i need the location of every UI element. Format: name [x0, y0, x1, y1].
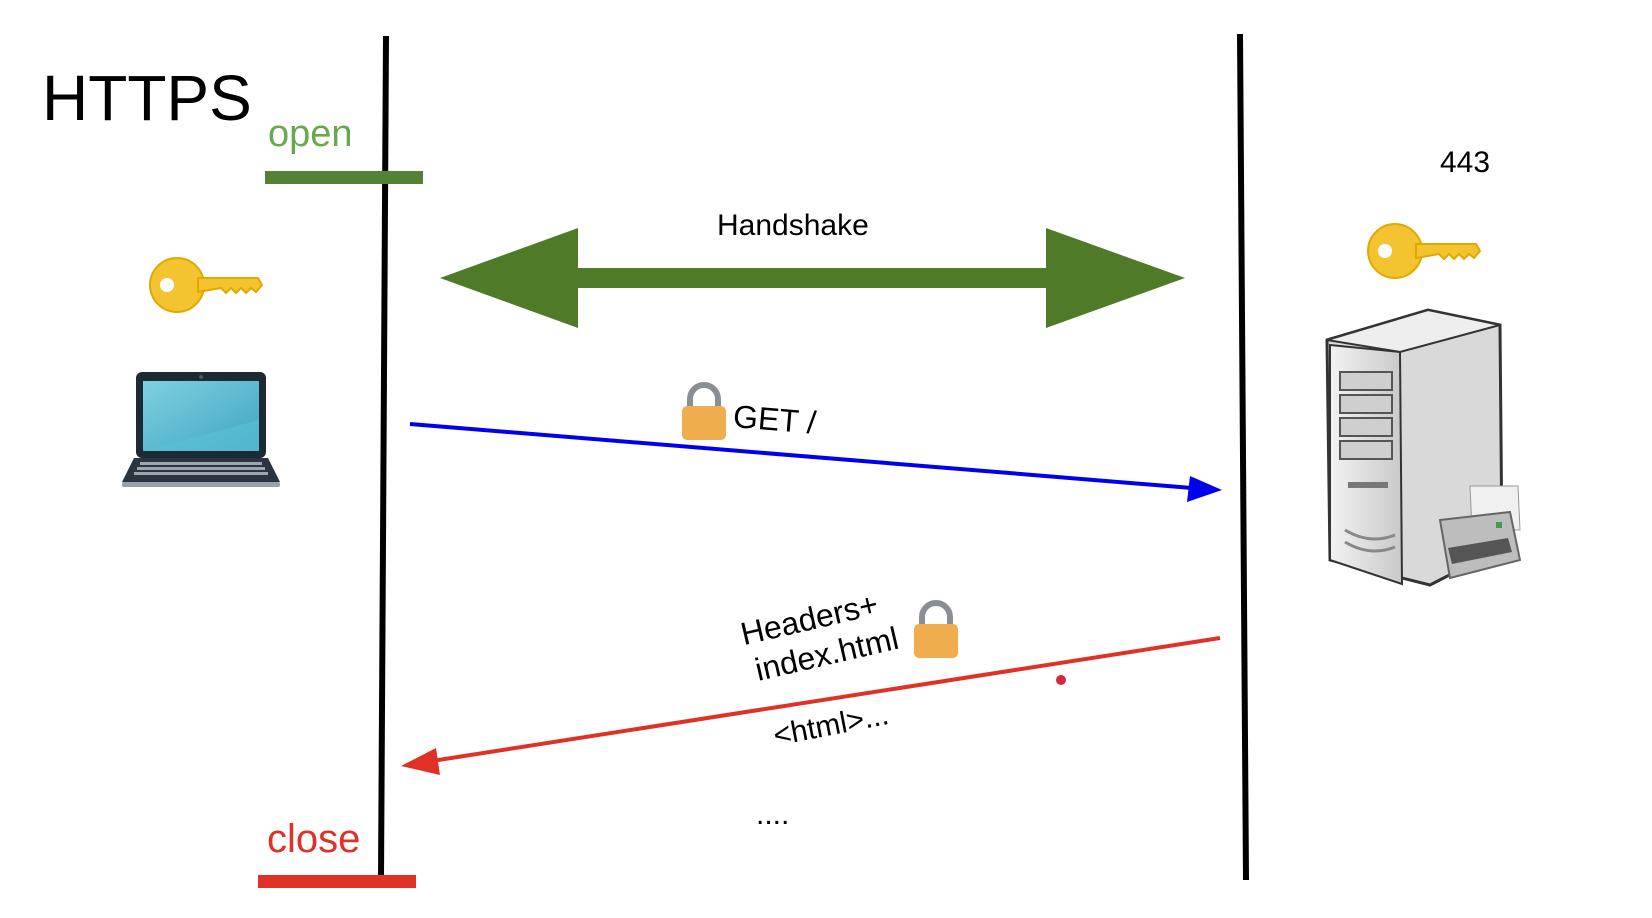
- response-arrowhead: [401, 748, 440, 775]
- request-label: GET /: [732, 398, 818, 441]
- request-lock-icon: [682, 382, 726, 440]
- response-lock-icon: [914, 600, 958, 658]
- server-icon: [1325, 308, 1522, 587]
- laptop-icon: [122, 372, 280, 487]
- request-arrow-line: [409, 422, 1193, 490]
- pointer-dot: [1056, 675, 1066, 685]
- request-arrowhead: [1187, 476, 1222, 502]
- port-label: 443: [1440, 146, 1490, 179]
- continuation-label: ....: [756, 798, 789, 831]
- open-label: open: [268, 113, 353, 155]
- server-key-icon: [1367, 223, 1482, 279]
- client-key-icon: [149, 257, 264, 313]
- handshake-arrow: [440, 228, 1185, 328]
- client-timeline: [378, 35, 389, 879]
- close-bar: [258, 875, 416, 888]
- handshake-label: Handshake: [717, 209, 869, 242]
- diagram-title: HTTPS: [42, 62, 252, 134]
- server-timeline: [1237, 33, 1249, 881]
- response-arrow-line: [431, 636, 1221, 763]
- open-bar: [265, 171, 423, 184]
- close-label: close: [267, 817, 360, 861]
